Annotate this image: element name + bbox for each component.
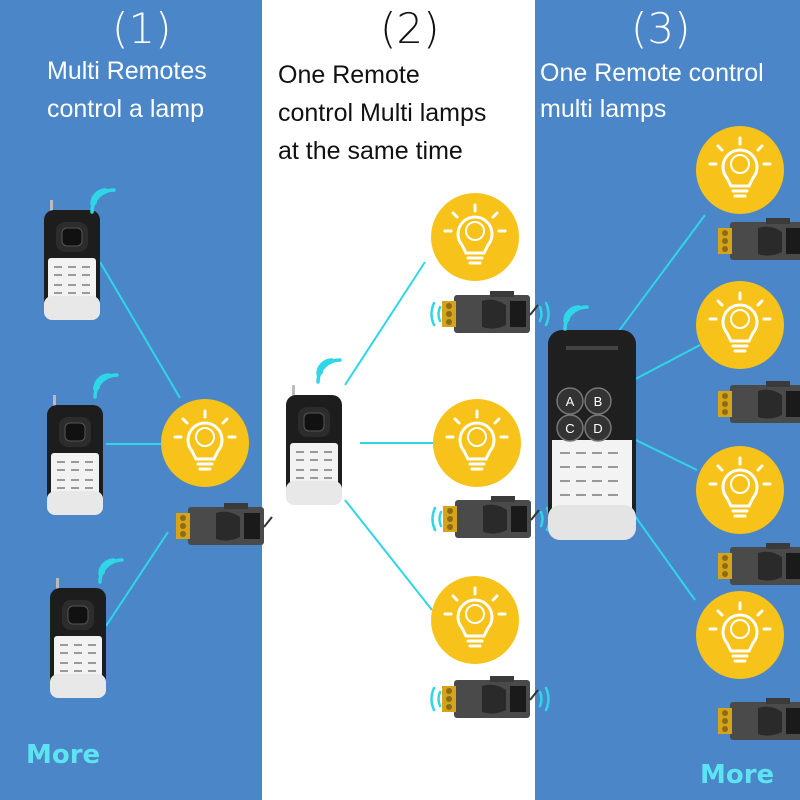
panel-1-caption-line-2: control a lamp — [47, 95, 205, 123]
remote-main — [285, 384, 343, 506]
relay-module — [717, 542, 800, 586]
panel-3-caption-line-1: One Remote control — [540, 59, 764, 87]
lamp-icon — [694, 444, 786, 536]
panel-1-number: (1) — [112, 4, 172, 53]
panel-2-caption-line-3: at the same time — [278, 137, 463, 165]
lamp-icon — [694, 124, 786, 216]
lamp-icon — [431, 397, 523, 489]
relay-module — [441, 675, 539, 719]
relay-module — [441, 290, 539, 334]
signal-icon — [97, 558, 124, 584]
panel-2-caption-line-1: One Remote — [278, 61, 420, 89]
panel-3-art: A B C D — [548, 124, 800, 741]
panel-multi-remotes — [0, 0, 262, 800]
relay-module — [717, 217, 800, 261]
link-lines-1 — [99, 261, 181, 627]
panel-3-caption-line-2: multi lamps — [540, 95, 667, 123]
panel-2-caption-line-2: control Multi lamps — [278, 99, 487, 127]
signal-icon — [89, 188, 116, 214]
lamp-icon — [159, 397, 251, 489]
panel-1-art — [43, 188, 273, 699]
relay-module — [717, 697, 800, 741]
panel-2-art — [285, 191, 551, 719]
panel-3-number: (3) — [631, 4, 691, 53]
signal-icon — [92, 373, 119, 399]
button-label-d: D — [593, 421, 602, 436]
link-lines-2 — [344, 261, 435, 611]
relay-module — [717, 380, 800, 424]
button-label-a: A — [566, 394, 575, 409]
button-label-c: C — [565, 421, 574, 436]
panel-1-more-label: More — [26, 740, 101, 770]
remote-2 — [46, 394, 104, 516]
panel-3-more-label: More — [700, 760, 775, 790]
remote-button-a — [556, 387, 584, 415]
panel-1-caption-line-1: Multi Remotes — [47, 57, 207, 85]
lamp-icon — [694, 279, 786, 371]
remote-3 — [49, 577, 107, 699]
remote-1 — [43, 199, 101, 321]
signal-icon — [562, 305, 589, 331]
remote-abcd: A B C D — [548, 330, 636, 540]
lamp-icon — [429, 574, 521, 666]
remote-button-d — [584, 414, 612, 442]
button-label-b: B — [594, 394, 603, 409]
remote-button-b — [584, 387, 612, 415]
relay-module — [175, 502, 273, 546]
panel-2-number: (2) — [380, 4, 440, 53]
lamp-icon — [694, 589, 786, 681]
lamp-icon — [429, 191, 521, 283]
remote-button-c — [556, 414, 584, 442]
signal-icon — [315, 358, 342, 384]
relay-module — [442, 495, 540, 539]
